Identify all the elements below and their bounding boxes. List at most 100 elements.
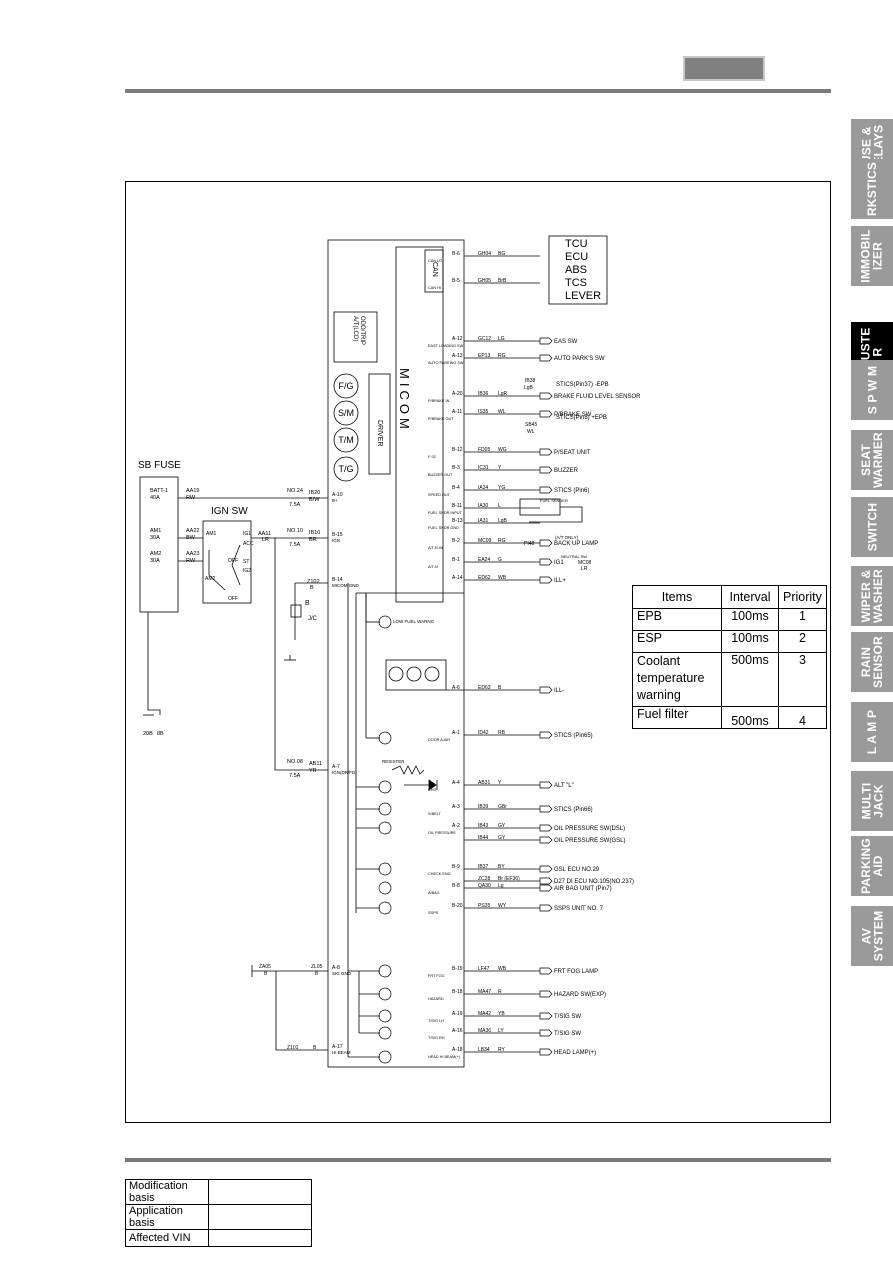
connector-arrow-icon bbox=[539, 836, 553, 844]
pin-id: B-14 bbox=[332, 577, 343, 583]
lamp-icon bbox=[378, 780, 392, 794]
connector-arrow-icon bbox=[539, 865, 553, 873]
wire-id: IS35 bbox=[478, 409, 489, 415]
pin-id: B-20 bbox=[452, 903, 463, 909]
lamp-icon bbox=[378, 881, 392, 895]
side-tab[interactable]: WIPER & WASHER bbox=[851, 566, 893, 626]
pin-id: B-8 bbox=[452, 883, 460, 889]
wire-id: ED63 bbox=[478, 685, 491, 691]
connector-arrow-icon bbox=[539, 466, 553, 474]
connector-arrow-icon bbox=[539, 1012, 553, 1020]
pin-id: A-6 bbox=[452, 685, 460, 691]
wire-id: EP13 bbox=[478, 353, 490, 359]
pin-name: HAZARD bbox=[428, 997, 444, 1001]
fuel-sender-label: FUEL SENDER bbox=[540, 498, 568, 503]
interval-cell: 100ms bbox=[721, 608, 779, 631]
pin-id: A-18 bbox=[452, 1047, 463, 1053]
wire-id: MC08 bbox=[578, 560, 592, 566]
header-tab-box bbox=[683, 56, 765, 81]
connector-arrow-icon bbox=[539, 539, 553, 547]
side-tab[interactable]: IMMOBIL IZER bbox=[851, 226, 893, 286]
neutral-sw-label: NEUTRAL SW bbox=[561, 554, 587, 559]
destination-label: D27 DI ECU NO.105(NO.237) bbox=[554, 879, 634, 885]
wire-id: IB10 bbox=[309, 530, 320, 536]
gauge-label: T/G bbox=[339, 464, 354, 474]
pin-id: A-17 bbox=[332, 1044, 343, 1050]
connector-arrow-icon bbox=[539, 990, 553, 998]
wire-color: WB bbox=[498, 966, 507, 972]
wire-id: IB39 bbox=[478, 804, 489, 810]
wire-color: RY bbox=[498, 1047, 506, 1053]
pin-name: A/T-R-IN bbox=[428, 546, 443, 550]
wire-id: IB37 bbox=[478, 864, 489, 870]
side-tab[interactable]: RKSTICS bbox=[851, 159, 893, 219]
wire-color: BR bbox=[309, 537, 317, 543]
affected-vin-value[interactable] bbox=[208, 1229, 312, 1247]
wire-color: RG bbox=[498, 538, 506, 544]
table-row: Affected VIN bbox=[125, 1229, 312, 1247]
pin-name: HEAD HI BEAM(+) bbox=[428, 1055, 461, 1059]
destination-label: FRT FOG LAMP bbox=[554, 969, 598, 975]
destination-label: AUTO PARK'S SW bbox=[554, 356, 605, 362]
connector-arrow-icon bbox=[539, 781, 553, 789]
pin-name: FUEL SNDR GND bbox=[428, 526, 459, 530]
wire-color: B bbox=[264, 971, 268, 977]
wire-color: RB bbox=[498, 730, 506, 736]
side-tab[interactable]: SWITCH bbox=[851, 497, 893, 557]
interval-cell: 100ms bbox=[721, 630, 779, 653]
destination-label: EAS SW bbox=[554, 339, 578, 345]
pin-id: A-12 bbox=[452, 336, 463, 342]
jc-label: B bbox=[305, 600, 310, 607]
pin-id: A-13 bbox=[452, 353, 463, 359]
wire-id: FD05 bbox=[478, 447, 490, 453]
wire-id: IB36 bbox=[478, 391, 489, 397]
connector-arrow-icon bbox=[539, 686, 553, 694]
pin-id: A-4 bbox=[452, 780, 460, 786]
wire-color: LgB bbox=[524, 385, 534, 391]
destination-label: AIR BAG UNIT (Pin7) bbox=[554, 886, 612, 892]
sb-fuse-label: SB FUSE bbox=[138, 460, 181, 471]
wire-color: YB bbox=[498, 1011, 505, 1017]
connector-arrow-icon bbox=[539, 354, 553, 362]
wire-id: Z102 bbox=[307, 579, 320, 585]
pin-name: T/SIG LH bbox=[428, 1019, 444, 1023]
wire-id: AA19 bbox=[186, 488, 199, 494]
destination-label: BACK UP LAMP bbox=[554, 541, 598, 547]
pin-name: AUTO PARKING SW bbox=[428, 361, 464, 365]
resister-label: RESISTER bbox=[382, 759, 405, 764]
ecu-box-line: TCU bbox=[565, 238, 588, 250]
wire-color: B/W bbox=[309, 497, 320, 503]
priority-cell: 3 bbox=[778, 652, 827, 707]
application-basis-value[interactable] bbox=[208, 1204, 312, 1230]
modification-basis-value[interactable] bbox=[208, 1179, 312, 1205]
wire-id: AB31 bbox=[478, 780, 490, 786]
connector-arrow-icon bbox=[539, 337, 553, 345]
diagram-frame bbox=[125, 181, 831, 1123]
wire-id: ZC28 bbox=[478, 876, 490, 882]
side-tab[interactable]: SEAT WARMER bbox=[851, 430, 893, 490]
wire-id: IC31 bbox=[478, 465, 489, 471]
lamp-icon bbox=[378, 862, 392, 876]
col-items: Items bbox=[632, 585, 722, 609]
wire-color: LG bbox=[498, 336, 505, 342]
side-tab[interactable]: S P W M bbox=[851, 360, 893, 420]
wire-id: PS35 bbox=[478, 903, 490, 909]
side-tab[interactable]: L A M P bbox=[851, 702, 893, 762]
side-tab[interactable]: PARKING AID bbox=[851, 836, 893, 896]
pin-name: SPEED OUT bbox=[428, 493, 451, 497]
connector-arrow-icon bbox=[539, 576, 553, 584]
pin-id: B-9 bbox=[452, 864, 460, 870]
ground-label: 20B bbox=[143, 731, 153, 737]
side-tab[interactable]: RAIN SENSOR bbox=[851, 632, 893, 692]
wire-id: GH04 bbox=[478, 251, 491, 257]
side-tab[interactable]: MULTI JACK bbox=[851, 771, 893, 831]
table-row: Fuel filter 500ms 4 bbox=[632, 706, 827, 729]
pin-name: FRT FOG bbox=[428, 974, 445, 978]
odo-label: ODO/TRIP A/T(LCD) bbox=[352, 316, 365, 346]
side-tab[interactable]: AV SYSTEM bbox=[851, 906, 893, 966]
lamp-icon bbox=[378, 901, 392, 915]
wire-id: MA47 bbox=[478, 989, 491, 995]
wire-color: YG bbox=[498, 485, 505, 491]
destination-label: T/SIG SW bbox=[554, 1014, 581, 1020]
destination-label: IG1 bbox=[554, 560, 564, 566]
